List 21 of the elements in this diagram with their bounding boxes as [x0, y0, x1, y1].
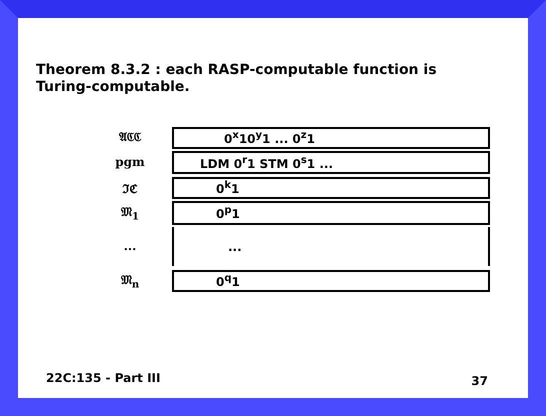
- track-name: ...: [122, 238, 138, 252]
- track-name: 𝔐$_{n}$: [120, 273, 140, 290]
- track-content: 0$^{p}$1: [216, 205, 240, 221]
- tape-track: [172, 270, 490, 292]
- track-content: 0$^{q}$1: [216, 273, 240, 289]
- track-content: LDM 0$^{r}$1 STM 0$^{s}$1 ...: [200, 154, 333, 170]
- tape-track: [172, 227, 490, 266]
- tape-track: [172, 151, 490, 174]
- page-number: 37: [471, 374, 488, 388]
- track-content: ...: [228, 240, 242, 254]
- tape-track: [172, 177, 490, 199]
- track-name: 𝔄ℭℭ: [118, 130, 142, 144]
- theorem-title: Theorem 8.3.2 : each RASP-computable function is Turing-computable.: [36, 62, 438, 96]
- track-name: ℑℭ: [122, 181, 138, 197]
- track-name: 𝔐$_{1}$: [120, 205, 140, 222]
- track-name: pgm: [114, 154, 146, 168]
- tape-track: [172, 127, 490, 149]
- track-content: 0$^{x}$10$^{y}$1 ... 0$^{z}$1: [224, 130, 315, 146]
- track-content: 0$^{k}$1: [216, 180, 240, 196]
- footer-text: 22C:135 - Part III: [46, 371, 160, 385]
- tape-track: [172, 201, 490, 225]
